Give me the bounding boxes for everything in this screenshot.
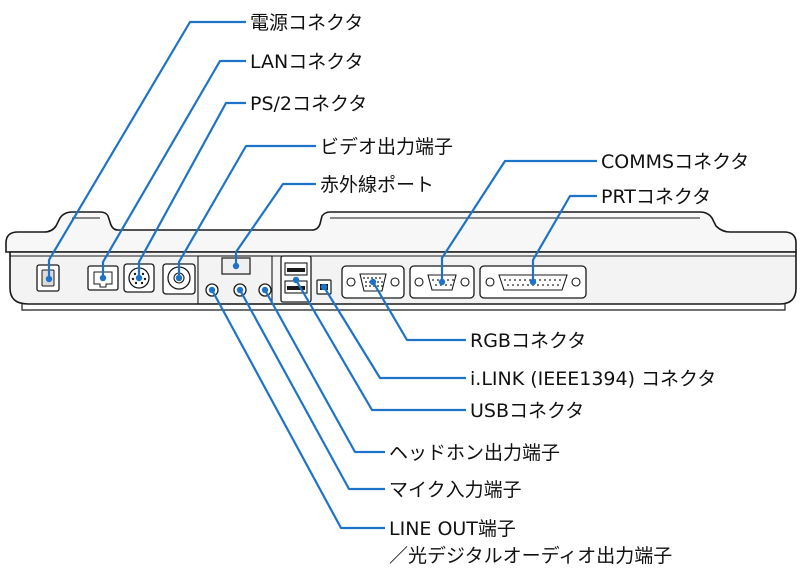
leader-power [47,20,246,279]
label-lineout-line2: ／光デジタルオーディオ出力端子 [389,545,672,567]
laptop-rear-body [5,211,797,311]
leader-usb [295,279,466,412]
label-mic: マイク入力端子 [389,479,522,501]
label-usb: USBコネクタ [470,400,584,422]
leader-infrared [234,182,316,266]
leader-rgb [372,281,466,342]
leader-lines [45,20,597,530]
base-bottom-edge [21,304,786,311]
leader-prt [531,194,597,282]
leader-lan [101,59,246,278]
label-ilink: i.LINK (IEEE1394) コネクタ [470,368,716,390]
label-power: 電源コネクタ [250,12,363,34]
label-headphone: ヘッドホン出力端子 [389,442,560,464]
label-lan: LANコネクタ [250,51,363,73]
leader-mic [239,289,385,491]
label-comms: COMMSコネクタ [601,151,749,173]
leader-headphone [264,289,385,454]
labels: 電源コネクタ LANコネクタ PS/2コネクタ ビデオ出力端子 赤外線ポート C… [250,12,749,567]
label-rgb: RGBコネクタ [470,330,586,352]
leader-comms [440,159,597,282]
laptop-lid [5,211,797,253]
label-video: ビデオ出力端子 [320,136,453,158]
label-lineout-line1: LINE OUT端子 [389,518,516,540]
leader-lineout [211,289,385,530]
leader-ps2 [137,101,246,278]
label-prt: PRTコネクタ [601,186,711,208]
label-infrared: 赤外線ポート [320,174,434,196]
label-ps2: PS/2コネクタ [250,93,367,115]
leader-ilink [323,286,466,380]
leader-video [177,144,316,278]
